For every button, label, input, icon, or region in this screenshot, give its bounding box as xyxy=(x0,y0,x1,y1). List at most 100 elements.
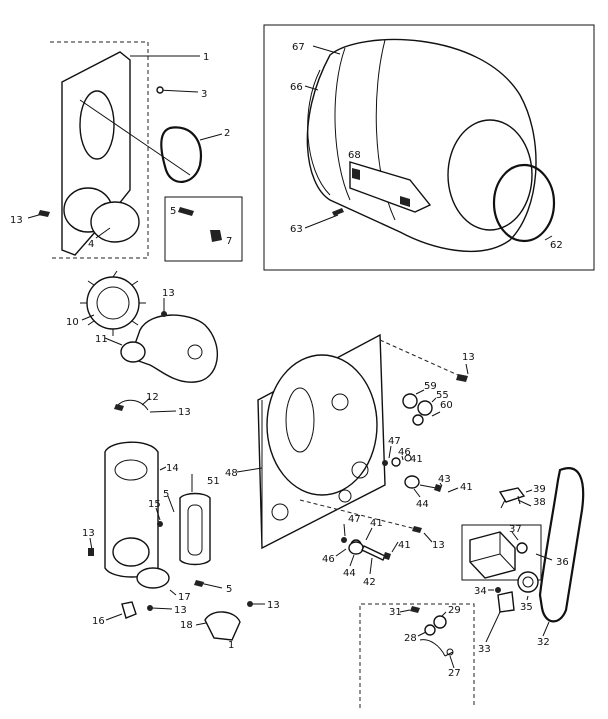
leader-4 xyxy=(95,227,111,239)
washer-46a xyxy=(391,457,401,467)
rear-panel-group xyxy=(236,333,469,550)
spring-27-end xyxy=(446,648,454,656)
label-2: 2 xyxy=(224,128,230,139)
lint-filter-51 xyxy=(179,492,211,566)
label-12: 12 xyxy=(146,392,159,403)
label-13a: 13 xyxy=(10,215,23,226)
bearing-hardware-group xyxy=(299,445,459,575)
label-10: 10 xyxy=(66,317,79,328)
screw-31 xyxy=(410,606,420,613)
leader-16 xyxy=(105,613,123,621)
blower-inlet xyxy=(120,341,146,363)
label-13h: 13 xyxy=(432,540,445,551)
group-box-hardware xyxy=(164,196,243,262)
screw-5c xyxy=(194,580,204,587)
label-37: 37 xyxy=(509,524,522,535)
idler-pulley-35 xyxy=(517,571,539,593)
bracket-16 xyxy=(121,601,137,619)
leader-48 xyxy=(236,467,263,473)
leader-39 xyxy=(525,489,533,493)
thermostat-group xyxy=(402,389,441,426)
label-60: 60 xyxy=(440,400,453,411)
bracket-39 xyxy=(498,487,526,503)
baffle-clip-a xyxy=(352,168,360,180)
leader-46a xyxy=(401,455,404,461)
leader-59 xyxy=(415,389,425,395)
bulkhead-opening xyxy=(79,90,115,160)
leader-31 xyxy=(399,609,411,613)
rear-panel-hole-2 xyxy=(271,503,289,521)
blower-wheel-vanes xyxy=(80,270,146,336)
drive-belt-32 xyxy=(538,467,585,623)
label-47a: 47 xyxy=(388,436,401,447)
pulley-29 xyxy=(433,615,447,629)
leader-38 xyxy=(517,499,532,507)
dash-panel-screw xyxy=(379,339,461,377)
seal-4 xyxy=(90,201,140,243)
ball-47b xyxy=(341,537,347,543)
leader-5b xyxy=(167,495,175,513)
leader-17 xyxy=(169,589,177,596)
drum-group xyxy=(263,24,595,271)
label-11: 11 xyxy=(95,334,108,345)
duct-outlet xyxy=(112,537,150,567)
rear-panel-hole-3 xyxy=(338,489,352,503)
screw-34 xyxy=(495,587,501,593)
group-box-motor xyxy=(461,524,542,581)
clip-41a xyxy=(404,454,412,462)
label-13c: 13 xyxy=(178,407,191,418)
leader-44b xyxy=(349,554,355,567)
label-39: 39 xyxy=(533,484,546,495)
thermostat-55 xyxy=(417,400,433,416)
label-4: 4 xyxy=(88,239,94,250)
label-13f: 13 xyxy=(267,600,280,611)
clamp-12 xyxy=(117,399,149,411)
label-16: 16 xyxy=(92,616,105,627)
label-62: 62 xyxy=(550,240,563,251)
label-46b: 46 xyxy=(322,554,335,565)
screw-13a xyxy=(38,210,50,217)
label-32: 32 xyxy=(537,637,550,648)
screw-41b xyxy=(434,484,442,492)
label-67: 67 xyxy=(292,42,305,53)
screw-13d xyxy=(88,548,94,556)
label-68: 68 xyxy=(348,150,361,161)
shaft-43 xyxy=(419,484,437,489)
leader-29 xyxy=(441,611,447,617)
label-47b: 47 xyxy=(348,514,361,525)
clamp-12-end xyxy=(114,404,124,411)
lower-hardware-group xyxy=(359,603,475,708)
leader-42 xyxy=(369,557,373,575)
label-14: 14 xyxy=(166,463,179,474)
motor-37 xyxy=(469,531,516,579)
label-18: 18 xyxy=(180,620,193,631)
screw-41d xyxy=(383,552,391,560)
leader-32 xyxy=(542,621,550,637)
drum-front-opening xyxy=(447,119,533,231)
seal-2 xyxy=(160,126,203,183)
label-13e: 13 xyxy=(174,605,187,616)
label-44a: 44 xyxy=(416,499,429,510)
blower-hub xyxy=(187,344,203,360)
label-43: 43 xyxy=(438,474,451,485)
leader-13h xyxy=(423,532,433,543)
leader-12 xyxy=(141,397,151,406)
blower-group xyxy=(80,270,219,383)
leader-62 xyxy=(544,235,553,241)
label-59: 59 xyxy=(424,381,437,392)
rear-panel-drum-opening xyxy=(266,354,378,496)
clip-7 xyxy=(210,230,222,242)
screw-15 xyxy=(157,521,163,527)
washer-28 xyxy=(424,624,436,636)
label-15: 15 xyxy=(148,499,161,510)
idler-bracket-33 xyxy=(497,591,515,613)
label-41d: 41 xyxy=(398,540,411,551)
group-box-drum xyxy=(263,24,595,271)
leader-46b xyxy=(335,548,347,557)
label-63: 63 xyxy=(290,224,303,235)
leader-27 xyxy=(449,655,455,669)
leader-28 xyxy=(417,631,427,637)
label-5c: 5 xyxy=(226,584,232,595)
label-41b: 41 xyxy=(460,482,473,493)
